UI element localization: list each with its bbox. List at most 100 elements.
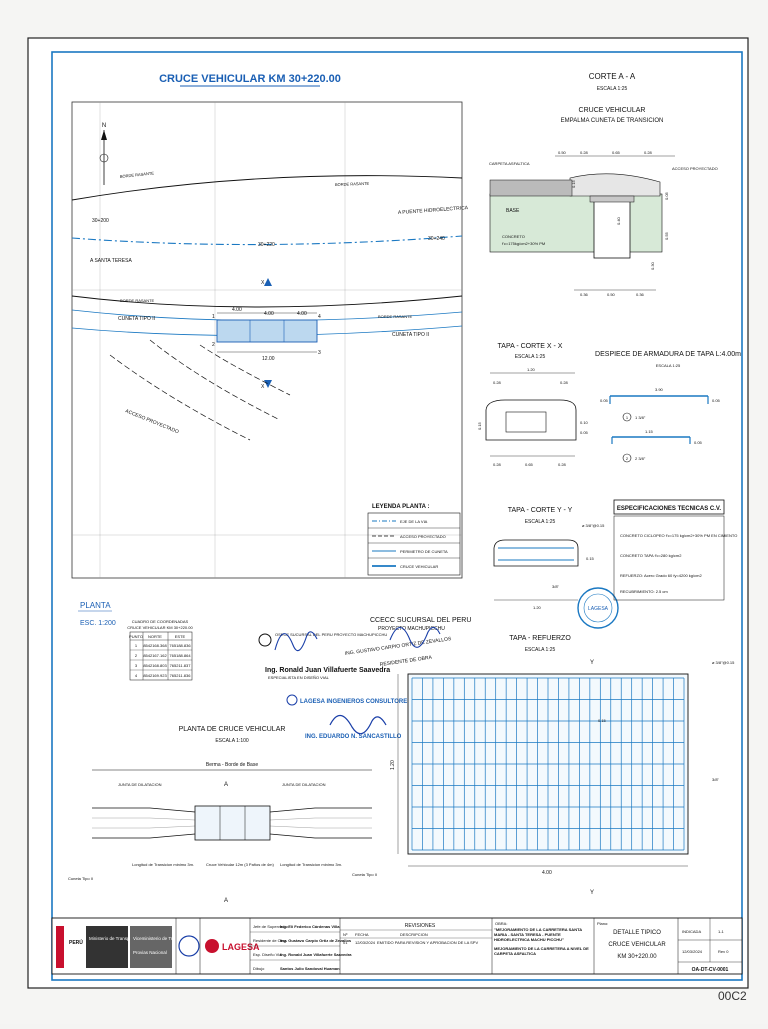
name-3: Ing. Ronald Juan Villafuerte Saavedra [280, 952, 352, 957]
coords-r1-e: 765188.836 [169, 643, 191, 648]
pt-4: 4 [318, 314, 321, 320]
seal-text: LAGESA [588, 606, 609, 612]
obra-text-1: "MEJORAMIENTO DE LA CARRETERA SANTA MARI… [494, 927, 582, 942]
spec-line-3: REFUERZO: Acero Grado 60 fy=4200 kg/cm2 [620, 573, 702, 578]
section-a-top: A [224, 782, 228, 788]
aa-side-4: 0.30 [650, 261, 655, 270]
name-1: Ing. Eli Federico Cárdenas Villa [280, 924, 340, 929]
refuerzo-y-bottom: Y [590, 890, 594, 896]
stamp3-line1: LAGESA INGENIEROS CONSULTORES S.A. [300, 699, 425, 705]
ministry-peru: PERÚ [69, 939, 83, 946]
despiece-title: DESPIECE DE ARMADURA DE TAPA L:4.00m [595, 351, 741, 358]
plan-view-title: PLANTA [80, 601, 111, 610]
aa-dim-top-4: 0.28 [644, 150, 653, 155]
drawing-code: OA-DT-CV-0001 [692, 967, 729, 973]
rev-no: 01 [343, 940, 348, 945]
coords-header-north: NORTE [148, 634, 162, 639]
coords-header-point: PUNTO [129, 634, 143, 639]
bar1-num: 1 [626, 415, 629, 420]
plano-1: DETALLE TIPICO [613, 930, 661, 936]
main-title: CRUCE VEHICULAR KM 30+220.00 [159, 73, 341, 85]
stamp3-line2: ING. EDUARDO N. SANCASTILLO [305, 734, 402, 740]
section-x-bottom: X [261, 384, 265, 390]
section-aa-sub2: EMPALMA CUNETA DE TRANSICION [561, 118, 664, 124]
section-a-bottom: A [224, 898, 228, 904]
rev-h-date: FECHA [355, 932, 369, 937]
tapa-yy-scale: ESCALA 1:25 [525, 519, 556, 525]
dim-a: 4.00 [232, 307, 242, 313]
plan-view-scale: ESC. 1:200 [80, 620, 116, 627]
aa-dim-bot-3: 0.36 [636, 292, 645, 297]
rev-desc: EMITIDO PARA REVISION Y APROBACION DE LA… [377, 940, 478, 945]
signature-3 [329, 714, 387, 735]
role-4: Dibujo [253, 966, 265, 971]
road-label-4: BORDE RASANTE [378, 314, 413, 319]
name-4: Santos Julio Sandoval Huaman [280, 966, 340, 971]
pt-2: 2 [212, 342, 215, 348]
tapa-xx-title: TAPA - CORTE X - X [498, 343, 563, 350]
section-aa-sub1: CRUCE VEHICULAR [579, 107, 646, 114]
trans-right: Longitud de Transicion minimo 3m. [280, 862, 342, 867]
legend-title: LEYENDA PLANTA : [372, 504, 429, 510]
coords-title: CUADRO DE COORDENADAS [132, 619, 189, 624]
dim-total: 12.00 [262, 356, 275, 362]
spec-line-2: CONCRETO TAPA f'c=280 kg/cm2 [620, 553, 682, 558]
refuerzo-scale: ESCALA 1:25 [525, 647, 556, 653]
bar2-num: 2 [626, 456, 629, 461]
middle-label: Cruce Vehicular 12m (3 Paños de 4m) [206, 862, 274, 867]
page-number: 00C2 [718, 989, 747, 1003]
despiece-scale: ESCALA 1:25 [656, 363, 681, 368]
name-2: Ing. Gustavo Carpio Ortiz de Zevallos [280, 938, 352, 943]
stamp1-line1: OSECE SUCURSAL DEL PERU PROYECTO MACHUPI… [275, 632, 387, 637]
ministry-provias: Provias Nacional [133, 950, 167, 955]
joint-left: JUNTA DE DILATACION [118, 782, 162, 787]
aa-dim-bot-2: 0.50 [607, 292, 616, 297]
coords-subtitle: CRUCE VEHICULAR KM 30+220.00 [127, 625, 193, 630]
role-1: Jefe de Supervisión [253, 924, 288, 929]
planta-cv-scale: ESCALA 1:100 [215, 738, 249, 744]
aa-concrete: CONCRETO [502, 234, 525, 239]
tapa-xx-bot-1: 0.28 [493, 462, 502, 467]
aa-concrete-spec: f'c=175kg/cm2+30% PM [502, 241, 545, 246]
obra-label: OBRA: [495, 921, 507, 926]
road-label-3: BORDE RASANTE [120, 298, 155, 303]
specs-title: ESPECIFICACIONES TECNICAS C.V. [617, 506, 721, 512]
plano-3: KM 30+220.00 [617, 954, 657, 960]
tapa-xx-bot-3: 0.28 [558, 462, 567, 467]
bar1-end-r: 0.05 [712, 398, 721, 403]
bar1-label: 1 3/8" [635, 415, 646, 420]
dim-c: 4.00 [297, 311, 307, 317]
date-value: 12/03/2024 [682, 949, 703, 954]
title-block: PERÚ Ministerio de Transportes y Comunic… [51, 917, 743, 975]
station-right: 30+240 [428, 236, 445, 242]
tapa-yy-title: TAPA - CORTE Y - Y [508, 507, 573, 514]
refuerzo-bar-right: 3/8" [712, 777, 720, 782]
direction-left: A SANTA TERESA [90, 258, 132, 264]
lagesa-logo-icon [205, 939, 219, 953]
refuerzo-dim-in: 0.15 [598, 718, 607, 723]
tapa-xx-dim-r: 0.28 [560, 380, 569, 385]
coords-r1-p: 1 [135, 643, 138, 648]
bar2-end: 0.05 [694, 440, 703, 445]
coords-r4-e: 765211.836 [170, 673, 192, 678]
aa-side-3: 0.55 [664, 231, 669, 240]
aa-dim-bot-1: 0.36 [580, 292, 589, 297]
ministry-vice: Viceministerio de Transportes [133, 936, 193, 941]
direction-right: A PUENTE HIDROELECTRICA [398, 205, 469, 216]
north-label: N [102, 123, 106, 129]
refuerzo-title: TAPA - REFUERZO [509, 635, 571, 642]
coords-r1-n: 8542168.368 [143, 643, 167, 648]
tapa-xx-bot-2: 0.65 [525, 462, 534, 467]
coords-header-east: ESTE [175, 634, 186, 639]
rev-h-no: Nº [343, 932, 348, 937]
aa-side-2: 0.40 [616, 216, 621, 225]
road-label-1: BORDE RASANTE [120, 170, 155, 179]
pt-1: 1 [212, 314, 215, 320]
bar2-label: 2 3/8" [635, 456, 646, 461]
planta-cv-title: PLANTA DE CRUCE VEHICULAR [179, 726, 286, 733]
tapa-xx-dim-l: 0.28 [493, 380, 502, 385]
rev-value: Rev 0 [718, 949, 729, 954]
bar1-end-l: 0.05 [600, 398, 609, 403]
vehicle-crossing-plan-detail: PLANTA DE CRUCE VEHICULAR ESCALA 1:100 B… [68, 726, 377, 904]
tapa-xx-side-2: 0.10 [580, 420, 589, 425]
